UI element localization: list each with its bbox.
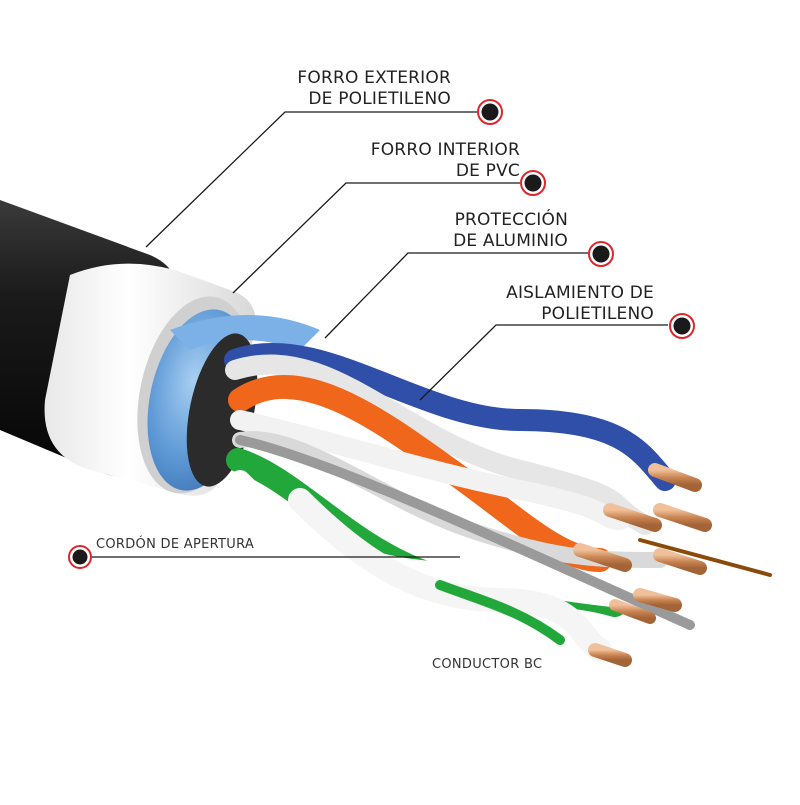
- label-ripcord: CORDÓN DE APERTURA: [96, 537, 254, 552]
- leader-aluminum-shield: [324, 252, 590, 339]
- label-inner-jacket: FORRO INTERIOR DE PVC: [371, 140, 520, 182]
- marker-pe-insulation: [669, 313, 695, 339]
- marker-outer-jacket: [477, 99, 503, 125]
- label-line: PROTECCIÓN: [454, 210, 568, 230]
- marker-ripcord: [68, 545, 92, 569]
- copper-conductors: [573, 463, 712, 667]
- leader-inner-jacket: [232, 182, 520, 294]
- leader-pe-insulation: [419, 324, 668, 401]
- marker-aluminum-shield: [588, 241, 614, 267]
- twisted-pairs: [224, 342, 772, 662]
- label-line: CONDUCTOR BC: [432, 657, 543, 672]
- label-line: DE POLIETILENO: [308, 89, 451, 109]
- label-aluminum-shield: PROTECCIÓN DE ALUMINIO: [453, 210, 568, 252]
- label-line: DE ALUMINIO: [453, 231, 568, 251]
- label-conductor: CONDUCTOR BC: [432, 657, 542, 672]
- label-line: FORRO EXTERIOR: [297, 68, 451, 88]
- label-outer-jacket: FORRO EXTERIOR DE POLIETILENO: [297, 68, 451, 110]
- leader-outer-jacket: [145, 111, 478, 248]
- label-line: POLIETILENO: [541, 304, 654, 324]
- leader-lines: [92, 111, 668, 558]
- label-line: FORRO INTERIOR: [370, 140, 520, 160]
- callout-markers: [68, 99, 695, 569]
- label-line: CORDÓN DE APERTURA: [96, 537, 255, 552]
- label-pe-insulation: AISLAMIENTO DE POLIETILENO: [506, 283, 654, 325]
- label-line: DE PVC: [455, 161, 520, 181]
- marker-inner-jacket: [520, 170, 546, 196]
- label-line: AISLAMIENTO DE: [506, 283, 654, 303]
